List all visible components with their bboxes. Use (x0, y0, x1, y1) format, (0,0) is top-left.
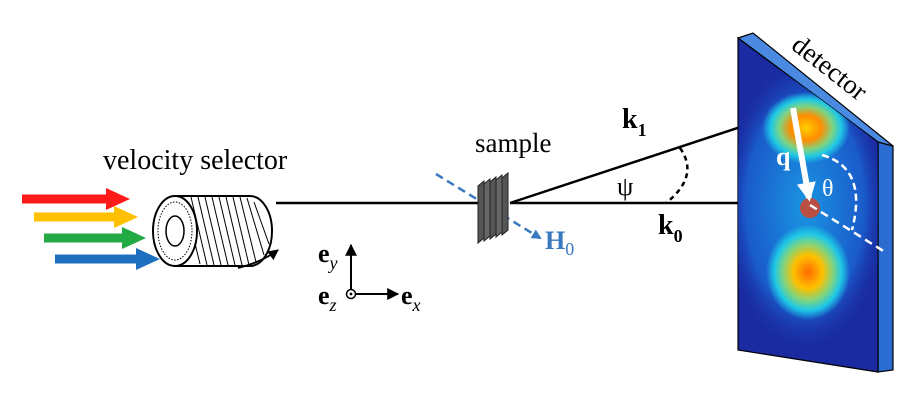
theta-reference-line (809, 203, 886, 254)
beam-red-arrowhead (106, 188, 130, 210)
psi-label: ψ (617, 172, 633, 201)
coordinate-axes (345, 243, 400, 300)
beam-yellow-arrowhead (114, 206, 138, 228)
sample-label: sample (475, 128, 551, 158)
k1-label: k1 (622, 104, 647, 140)
theta-label: θ (822, 176, 834, 202)
field-h0-arrow (435, 172, 542, 240)
beam-green-arrowhead (122, 227, 146, 249)
q-vector (790, 107, 816, 202)
k0-label: k0 (658, 210, 683, 246)
ex-label: ex (401, 281, 421, 315)
psi-angle-arc (665, 147, 689, 204)
q-label: q (776, 142, 791, 171)
sample-plates-icon (477, 171, 509, 245)
beam-blue-arrowhead (136, 248, 160, 270)
ey-label: ey (318, 239, 338, 273)
ez-label: ez (318, 281, 337, 315)
rotation-arrow (237, 249, 279, 269)
velocity-selector-icon (152, 195, 279, 269)
h0-label: H0 (545, 226, 574, 259)
velocity-selector-label: velocity selector (103, 145, 288, 176)
incoming-beams (22, 188, 160, 270)
theta-angle-arc (821, 153, 858, 231)
detector-screen-icon (736, 32, 894, 373)
